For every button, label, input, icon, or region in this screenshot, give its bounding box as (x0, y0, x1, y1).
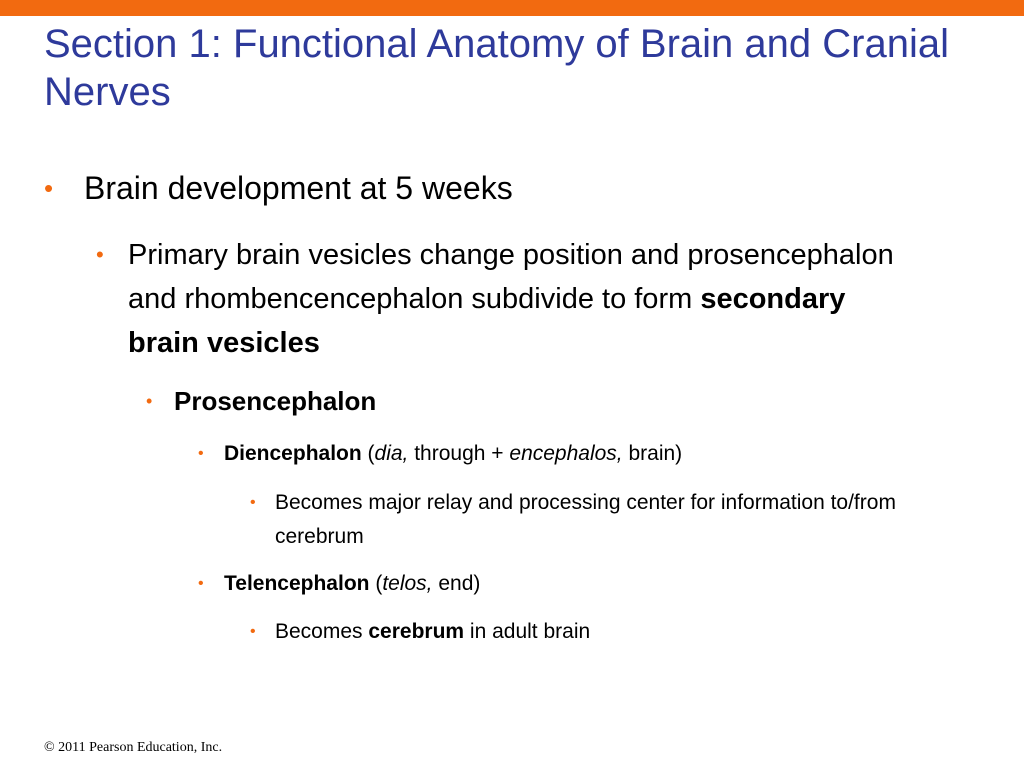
bullet-text: in adult brain (464, 620, 591, 643)
bullet-italic-term: dia, (374, 442, 409, 465)
bullet-text: through + (408, 442, 510, 465)
top-accent-bar (0, 0, 1024, 16)
bullet-bold-term: Diencephalon (224, 442, 362, 465)
bullet-dot-icon: • (198, 575, 204, 592)
bullet-bold-term: Telencephalon (224, 572, 370, 595)
bullet-italic-term: telos, (382, 572, 433, 595)
bullet-dot-icon: • (44, 173, 54, 203)
bullet-italic-term: encephalos, (509, 442, 623, 465)
bullet-dot-icon: • (250, 494, 256, 511)
bullet-dot-icon: • (250, 623, 256, 640)
bullet-bold-term: Prosencephalon (174, 386, 377, 416)
bullet-bold-term: secondary brain vesicles (128, 283, 846, 359)
bullet-bold-term: cerebrum (368, 620, 465, 643)
bullet-dot-icon: • (96, 242, 104, 267)
bullet-telencephalon: • Telencephalon (telos, end) (198, 568, 918, 600)
bullet-diencephalon: • Diencephalon (dia, through + encephalo… (198, 438, 918, 470)
copyright-footer: © 2011 Pearson Education, Inc. (44, 740, 223, 755)
bullet-text: ( (361, 442, 375, 465)
bullet-text: Primary brain vesicles change position a… (128, 239, 894, 315)
bullet-telencephalon-role: • Becomes cerebrum in adult brain (250, 616, 950, 648)
bullet-dot-icon: • (146, 391, 153, 411)
bullet-text: Brain development at 5 weeks (84, 170, 513, 206)
bullet-text: Becomes (275, 620, 369, 643)
bullet-text: Becomes major relay and processing cente… (275, 491, 896, 548)
bullet-dot-icon: • (198, 445, 204, 462)
bullet-diencephalon-role: • Becomes major relay and processing cen… (250, 486, 950, 554)
bullet-brain-development: • Brain development at 5 weeks (44, 166, 984, 210)
bullet-text: ( (369, 572, 383, 595)
bullet-prosencephalon: • Prosencephalon (146, 383, 846, 419)
slide-title: Section 1: Functional Anatomy of Brain a… (44, 22, 949, 114)
bullet-primary-vesicles: • Primary brain vesicles change position… (96, 233, 896, 365)
bullet-text: brain) (622, 442, 683, 465)
bullet-text: end) (432, 572, 481, 595)
